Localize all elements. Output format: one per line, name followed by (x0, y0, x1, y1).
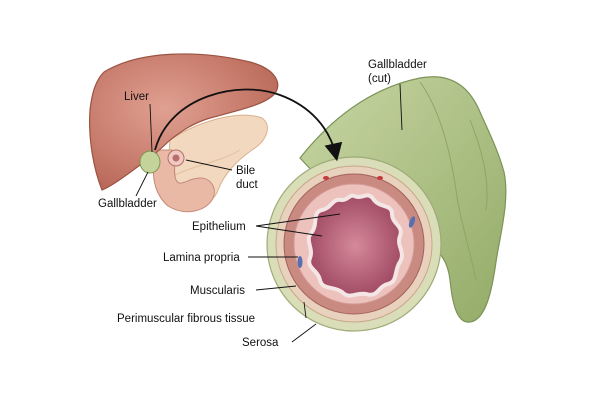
label-bile-duct-2: duct (236, 179, 259, 191)
label-bile-duct-1: Bile (236, 165, 255, 177)
label-muscularis: Muscularis (190, 285, 245, 297)
duodenum-shape (152, 149, 215, 213)
label-gallbladder: Gallbladder (98, 198, 157, 210)
label-lamina-propria: Lamina propria (163, 252, 240, 264)
label-serosa: Serosa (242, 337, 279, 349)
label-gallbladder-cut-2: (cut) (368, 73, 391, 85)
label-epithelium: Epithelium (192, 221, 246, 233)
leader-lines (135, 83, 403, 343)
zoom-arrow (154, 88, 343, 162)
label-gallbladder-cut-1: Gallbladder (368, 59, 427, 71)
epithelium-lining (306, 193, 404, 298)
liver-shape (89, 53, 279, 191)
label-perimuscular: Perimuscular fibrous tissue (117, 313, 255, 325)
liver-organ-group (89, 53, 279, 213)
label-liver: Liver (124, 91, 149, 103)
cross-section (266, 156, 442, 332)
gallbladder-small (139, 150, 161, 174)
